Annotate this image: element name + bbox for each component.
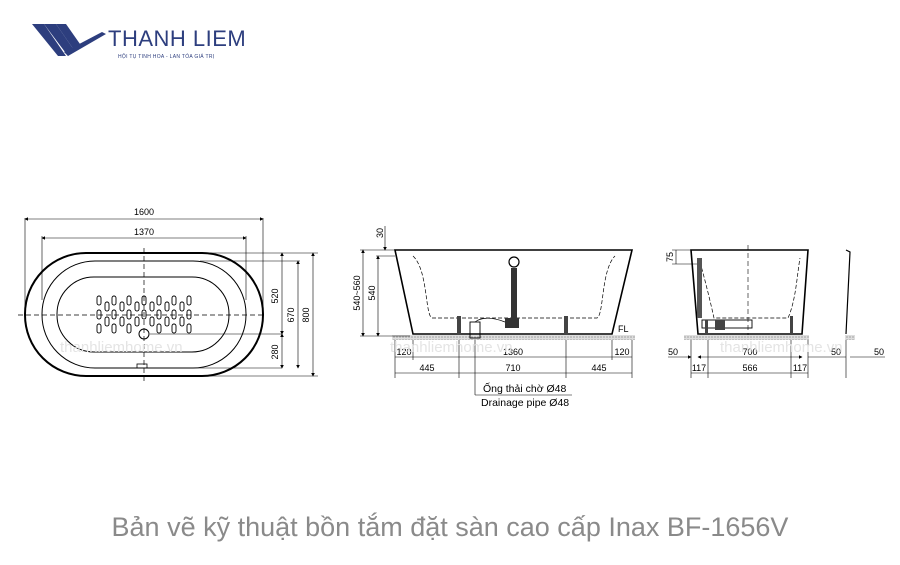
front-view: FL 540~560 540 30 120 1360 120 445 710 [352, 226, 635, 409]
dim-overall-width: 800 [301, 307, 311, 322]
dim-side-far-clear: 50 [874, 347, 884, 357]
dim-side-foot-span: 566 [742, 363, 757, 373]
anti-slip-pattern [96, 295, 192, 334]
logo-mark-icon [32, 24, 106, 56]
dim-side-left-clear: 50 [668, 347, 678, 357]
drawing-caption: Bản vẽ kỹ thuật bồn tắm đặt sàn cao cấp … [111, 512, 789, 542]
dim-overall-length: 1600 [134, 207, 154, 217]
drain-note-vi: Ống thải chờ Ø48 [483, 381, 567, 395]
dim-drain-edge: 280 [270, 344, 280, 359]
dim-rim: 30 [375, 228, 385, 238]
floor-label: FL [618, 324, 629, 334]
drain-icon [138, 328, 150, 340]
dim-height: 540 [367, 285, 377, 300]
dim-foot-left: 120 [396, 347, 411, 357]
dim-foot-span: 1360 [503, 347, 523, 357]
watermark: thanhliemhome.vn [720, 339, 843, 356]
dim-inner-width: 670 [286, 307, 296, 322]
dim-leg-mid: 710 [505, 363, 520, 373]
watermark: thanhliemhome.vn [390, 339, 513, 356]
top-view: 1600 1370 520 280 670 800 thanhliemhome.… [18, 207, 318, 384]
dim-side-foot-right: 117 [793, 363, 807, 373]
side-view: 75 50 700 50 50 117 566 117 thanhliemhom… [665, 245, 885, 378]
dim-inner-length: 1370 [134, 227, 154, 237]
dim-foot-right: 120 [614, 347, 629, 357]
watermark: thanhliemhome.vn [60, 339, 183, 356]
dim-side-right-clear: 50 [831, 347, 841, 357]
dim-leg-right: 445 [591, 363, 606, 373]
dim-side-inner-width: 700 [742, 347, 757, 357]
brand-logo: THANH LIEM HỘI TỤ TINH HOA - LAN TỎA GIÁ… [30, 20, 250, 64]
brand-tagline: HỘI TỤ TINH HOA - LAN TỎA GIÁ TRỊ [118, 54, 215, 60]
overflow-icon [136, 363, 148, 369]
dim-side-foot-left: 117 [692, 363, 706, 373]
dim-drain-offset: 520 [270, 288, 280, 303]
dim-height-range: 540~560 [352, 275, 362, 310]
dim-side-rim: 75 [665, 252, 675, 262]
dim-leg-left: 445 [419, 363, 434, 373]
drain-note-en: Drainage pipe Ø48 [481, 397, 569, 409]
brand-name: THANH LIEM [108, 26, 247, 51]
